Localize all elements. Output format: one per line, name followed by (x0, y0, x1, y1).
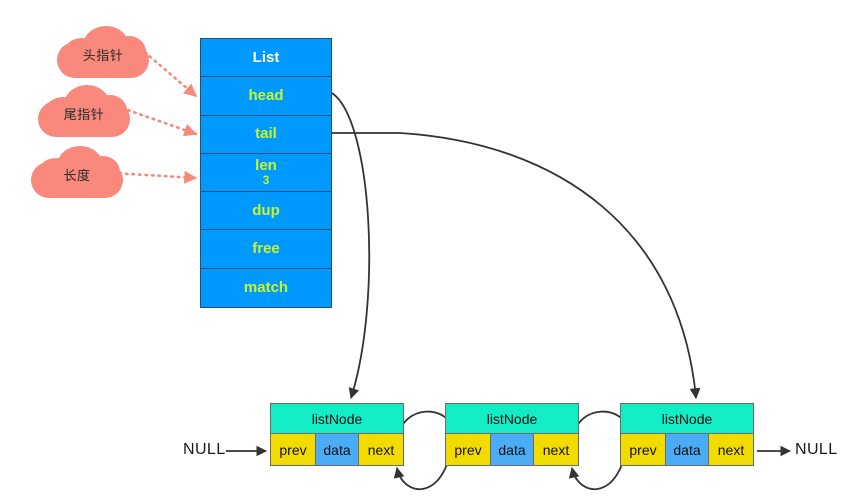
prev-arrow-node3-node2 (568, 437, 628, 491)
list-node-2-cells: prev data next (445, 434, 579, 466)
callout-cloud-tail-pointer: 尾指针 (38, 85, 130, 137)
list-node-3-cells: prev data next (620, 434, 754, 466)
prev-arrow-node2-node1 (393, 437, 453, 491)
list-node-2: listNode prev data next (445, 403, 579, 466)
list-field-len: len 3 (201, 154, 331, 193)
list-struct-box: List head tail len 3 dup free match (200, 38, 332, 308)
callout-label-length: 长度 (63, 167, 91, 183)
list-node-3-header: listNode (620, 403, 754, 434)
list-field-free: free (201, 230, 331, 269)
callout-label-head-pointer: 头指针 (82, 47, 124, 63)
callout-arrow-tail (120, 106, 198, 137)
list-node-1-next: next (359, 434, 404, 466)
null-terminator-right: NULL (795, 441, 838, 458)
list-field-tail: tail (201, 116, 331, 154)
list-node-3-data: data (665, 434, 709, 466)
list-node-1-prev: prev (270, 434, 315, 466)
callout-cloud-head-pointer: 头指针 (57, 26, 149, 78)
cloud-body (38, 101, 130, 137)
list-node-3-prev: prev (620, 434, 665, 466)
list-node-3: listNode prev data next (620, 403, 754, 466)
list-node-3-next: next (709, 434, 754, 466)
head-pointer-arrow (331, 92, 371, 400)
null-terminator-left: NULL (183, 441, 226, 458)
list-field-head: head (201, 77, 331, 116)
list-node-2-header: listNode (445, 403, 579, 434)
list-field-len-name: len (255, 157, 277, 175)
list-node-2-next: next (534, 434, 579, 466)
cloud-body (31, 162, 123, 198)
list-node-1: listNode prev data next (270, 403, 404, 466)
list-struct-title: List (201, 39, 331, 78)
list-node-2-data: data (490, 434, 534, 466)
callout-label-tail-pointer: 尾指针 (63, 106, 105, 122)
cloud-body (57, 42, 149, 78)
list-node-1-header: listNode (270, 403, 404, 434)
list-field-len-value: 3 (262, 173, 270, 188)
list-field-match: match (243, 279, 289, 297)
list-node-2-prev: prev (445, 434, 490, 466)
list-node-1-cells: prev data next (270, 434, 404, 466)
list-node-1-data: data (315, 434, 359, 466)
callout-arrow-len (111, 170, 198, 184)
tail-pointer-arrow (330, 132, 701, 400)
list-field-dup: dup (201, 192, 331, 231)
callout-cloud-length: 长度 (31, 146, 123, 198)
